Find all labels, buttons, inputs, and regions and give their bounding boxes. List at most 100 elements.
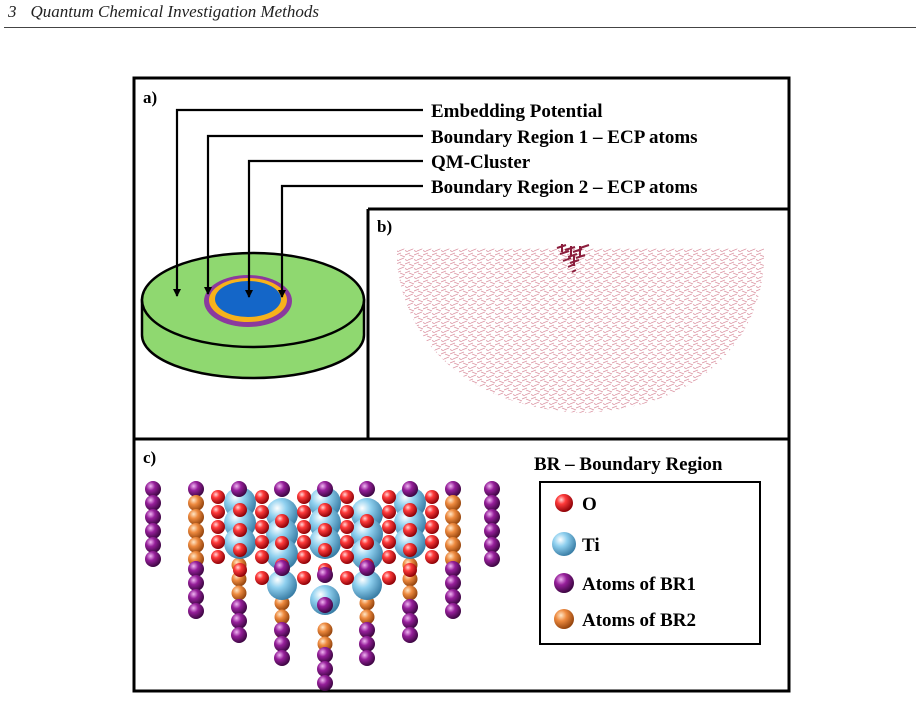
br1-atom (317, 597, 333, 613)
br1-atom (359, 636, 375, 652)
br1-atom (484, 495, 500, 511)
br1-atom (317, 567, 333, 583)
o-atom (340, 490, 354, 504)
o-atom (382, 535, 396, 549)
legend-item-o: O (555, 494, 597, 515)
br1-atom (402, 599, 418, 615)
ti-o-cluster-model (145, 481, 500, 691)
arrow-boundary-1 (204, 134, 423, 295)
br1-atom (317, 661, 333, 677)
o-atom (318, 523, 332, 537)
legend-box (539, 481, 761, 645)
br2-atom (188, 537, 204, 553)
callout-embedding-potential: Embedding Potential (431, 101, 603, 122)
br1-atom (445, 589, 461, 605)
br1-atom (231, 613, 247, 629)
o-atom (211, 490, 225, 504)
br1-atom (445, 481, 461, 497)
callout-boundary-region-1: Boundary Region 1 – ECP atoms (431, 127, 698, 148)
header-rule (4, 27, 916, 28)
o-atom (318, 543, 332, 557)
o-atom (382, 571, 396, 585)
br1-atom (317, 647, 333, 663)
panel-c-title: BR – Boundary Region (534, 454, 723, 475)
br1-atom (484, 509, 500, 525)
br2-atom (188, 509, 204, 525)
br1-atom (231, 599, 247, 615)
o-atom (255, 535, 269, 549)
qm-cluster-region (215, 281, 281, 317)
arrow-embedding (173, 108, 423, 297)
br2-atom-icon (554, 609, 574, 629)
o-atom (403, 543, 417, 557)
o-atom (233, 563, 247, 577)
br1-atom (484, 537, 500, 553)
br1-atom (359, 560, 375, 576)
br1-atom (188, 575, 204, 591)
br1-atom (445, 603, 461, 619)
br2-atom (445, 509, 461, 525)
o-atom (340, 520, 354, 534)
br2-atom (445, 537, 461, 553)
br2-atom (445, 523, 461, 539)
o-atom (340, 571, 354, 585)
o-atom (425, 490, 439, 504)
br1-atom (484, 481, 500, 497)
panel-c: c) BR – Boundary Region O Ti Atoms of BR… (143, 448, 761, 691)
legend-label-br2: Atoms of BR2 (582, 610, 696, 631)
br2-atom (317, 636, 333, 652)
br1-atom (188, 589, 204, 605)
o-atom (255, 571, 269, 585)
o-atom (255, 550, 269, 564)
embedding-disk (140, 251, 366, 380)
o-atom (233, 523, 247, 537)
o-atom (211, 505, 225, 519)
br2-atom (402, 585, 418, 601)
br2-atom (317, 622, 333, 638)
embedded-crystal-slab (397, 248, 764, 413)
legend-item-br2: Atoms of BR2 (554, 609, 696, 631)
ti-atom (266, 538, 298, 570)
br1-atom (145, 481, 161, 497)
br1-atom (145, 537, 161, 553)
o-atom (275, 514, 289, 528)
qm-cluster-highlight (556, 244, 590, 273)
legend-label-br1: Atoms of BR1 (582, 574, 696, 595)
o-atom (255, 505, 269, 519)
br2-atom (188, 495, 204, 511)
o-atom (382, 520, 396, 534)
legend-label-o: O (582, 494, 597, 515)
br1-atom (231, 481, 247, 497)
chapter-number: 3 (8, 2, 17, 21)
br1-atom (188, 603, 204, 619)
o-atom (233, 503, 247, 517)
o-atom (255, 490, 269, 504)
o-atom (382, 490, 396, 504)
br1-atom (484, 551, 500, 567)
o-atom (297, 490, 311, 504)
br1-atom (274, 636, 290, 652)
o-atom (297, 535, 311, 549)
callout-qm-cluster: QM-Cluster (431, 152, 531, 173)
br1-atom (317, 481, 333, 497)
panel-b: b) (377, 217, 764, 413)
o-atom (211, 535, 225, 549)
o-atom (382, 505, 396, 519)
br1-atom (445, 575, 461, 591)
o-atom (403, 503, 417, 517)
o-atom (297, 520, 311, 534)
ti-atom-icon (552, 532, 576, 556)
o-atom (211, 520, 225, 534)
o-atom (255, 520, 269, 534)
legend-label-ti: Ti (582, 535, 600, 556)
o-atom (340, 550, 354, 564)
br1-atom (359, 622, 375, 638)
br1-atom (484, 523, 500, 539)
o-atom (340, 505, 354, 519)
br1-atom (188, 481, 204, 497)
o-atom (297, 571, 311, 585)
o-atom (360, 536, 374, 550)
br1-atom (274, 560, 290, 576)
o-atom (211, 550, 225, 564)
